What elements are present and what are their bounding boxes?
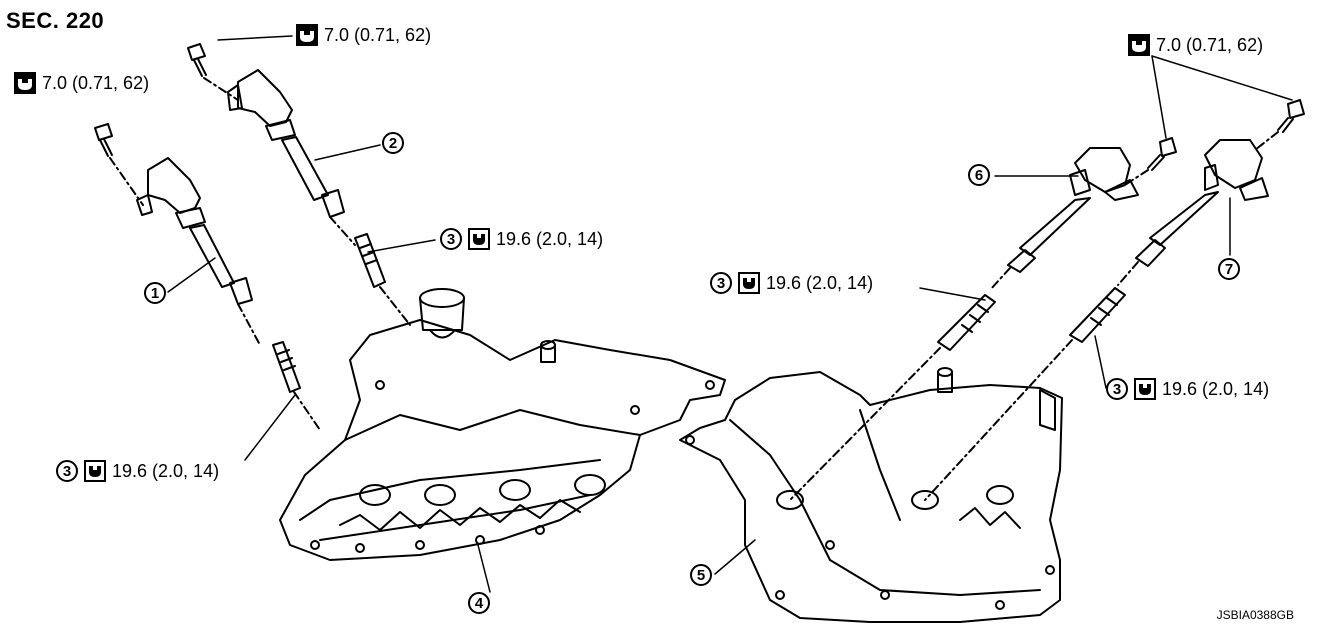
torque-wrench-icon: [296, 24, 318, 46]
torque-wrench-icon: [738, 272, 760, 294]
callout-5: 5: [690, 564, 712, 586]
callout-number: 3: [56, 460, 78, 482]
right-rocker-cover: [679, 367, 1063, 623]
section-title: SEC. 220: [6, 8, 105, 33]
ignition-coil-6: [989, 147, 1139, 291]
callout-number: 3: [440, 228, 462, 250]
ignition-coil-1: [136, 157, 261, 346]
torque-value: 19.6 (2.0, 14): [766, 272, 874, 293]
torque-wrench-icon: [14, 72, 36, 94]
callout-number: 3: [710, 272, 732, 294]
callout-number: 2: [382, 132, 404, 154]
callout-number: 3: [1106, 378, 1128, 400]
leader-lines: [167, 35, 1293, 593]
spark-plugs: [272, 233, 1126, 501]
spark-plug-label-center: 3 19.6 (2.0, 14): [710, 272, 873, 294]
torque-wrench-icon: [84, 460, 106, 482]
torque-wrench-icon: [1128, 34, 1150, 56]
callout-number: 4: [468, 592, 490, 614]
callout-number: 1: [144, 282, 166, 304]
torque-value: 7.0 (0.71, 62): [1156, 34, 1264, 55]
callout-7: 7: [1218, 258, 1240, 280]
torque-value: 7.0 (0.71, 62): [42, 72, 150, 93]
torque-wrench-icon: [468, 228, 490, 250]
callout-number: 5: [690, 564, 712, 586]
torque-label-coil-bolt-right: 7.0 (0.71, 62): [1128, 34, 1263, 56]
callout-number: 7: [1218, 258, 1240, 280]
coil-bolts: [94, 43, 1305, 206]
ignition-coil-2: [227, 69, 356, 246]
torque-label-coil-bolt-left: 7.0 (0.71, 62): [14, 72, 149, 94]
left-rocker-cover: [279, 288, 726, 561]
callout-number: 6: [968, 164, 990, 186]
ignition-coil-7: [1117, 139, 1269, 286]
torque-value: 19.6 (2.0, 14): [1162, 378, 1270, 399]
spark-plug-label-lower-left: 3 19.6 (2.0, 14): [56, 460, 219, 482]
callout-1: 1: [144, 282, 166, 304]
torque-value: 19.6 (2.0, 14): [112, 460, 220, 481]
spark-plug-label-upper-left: 3 19.6 (2.0, 14): [440, 228, 603, 250]
callout-4: 4: [468, 592, 490, 614]
spark-plug-label-right: 3 19.6 (2.0, 14): [1106, 378, 1269, 400]
callout-2: 2: [382, 132, 404, 154]
torque-value: 7.0 (0.71, 62): [324, 24, 432, 45]
torque-wrench-icon: [1134, 378, 1156, 400]
torque-value: 19.6 (2.0, 14): [496, 228, 604, 249]
document-code: JSBIA0388GB: [1216, 608, 1294, 622]
callout-6: 6: [968, 164, 990, 186]
torque-label-coil-bolt-top: 7.0 (0.71, 62): [296, 24, 431, 46]
